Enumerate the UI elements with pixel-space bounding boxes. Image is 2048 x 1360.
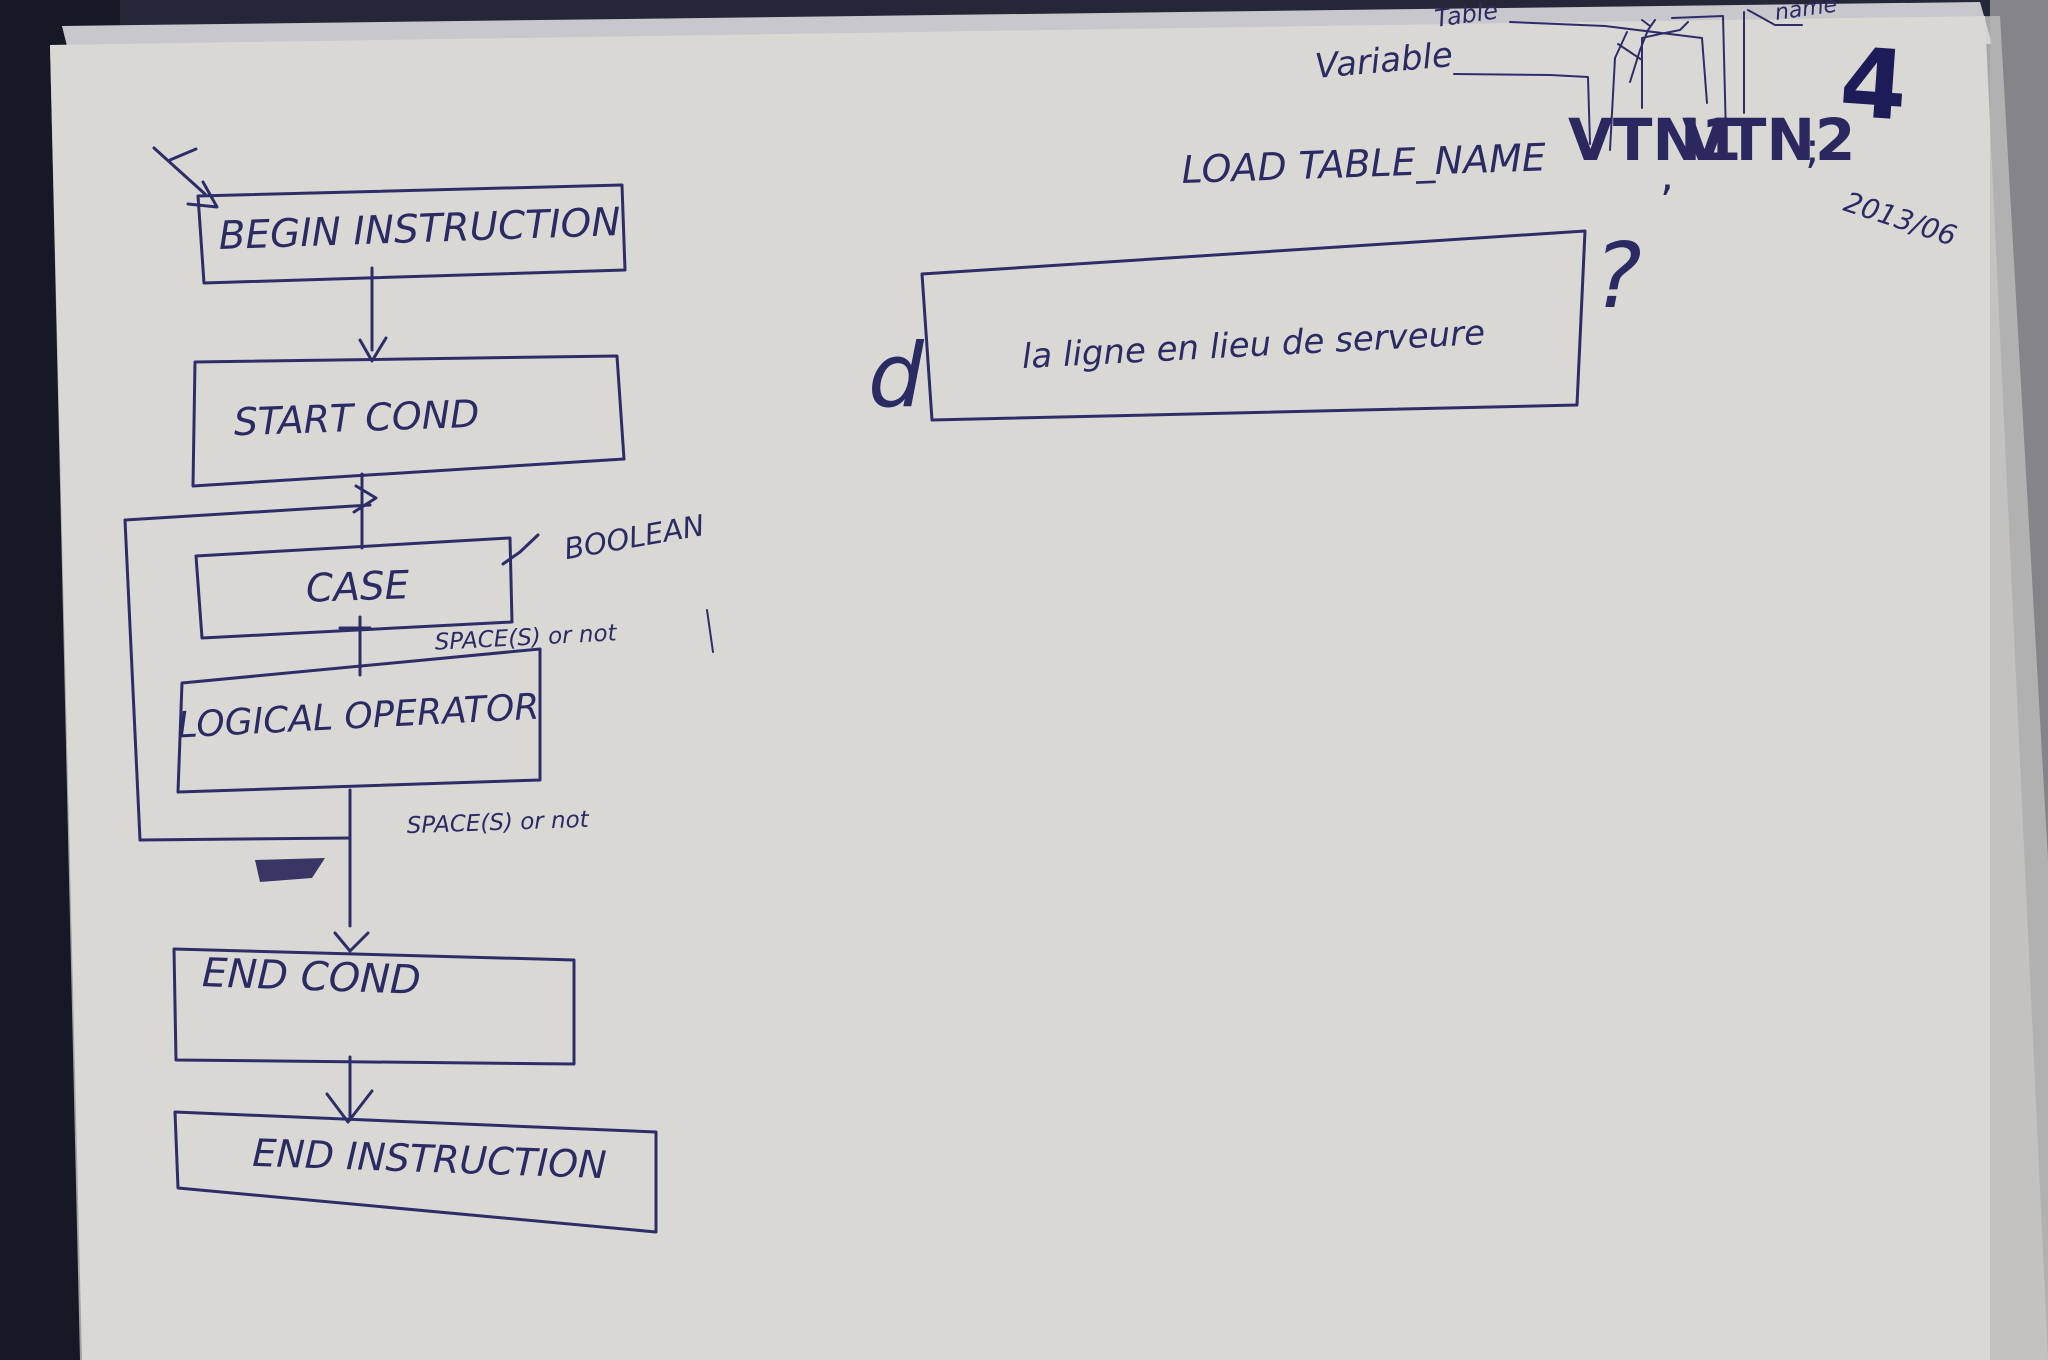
right-mark: ? — [1594, 224, 1642, 329]
semicolon-token: ; — [1805, 123, 1820, 174]
syntax-connectors — [1453, 9, 1803, 151]
comma-token: , — [1660, 150, 1674, 201]
scribble-mark — [255, 858, 325, 882]
paper-edge — [1990, 0, 2048, 1360]
vtn2-token: VTN2 — [1682, 106, 1855, 174]
start-cond-text: START COND — [233, 392, 480, 445]
left-mark: d — [868, 324, 925, 427]
case-text: CASE — [305, 563, 410, 612]
page-number: 4 — [1836, 26, 1910, 142]
short-tick — [706, 609, 714, 653]
center-box — [920, 229, 1587, 422]
vtn1-token: VTN1 — [1568, 106, 1741, 174]
flow-boxes — [172, 183, 658, 1234]
paper-highlight — [50, 16, 2048, 1360]
end-cond-text: END COND — [201, 950, 421, 1004]
vtn-tokens: VTN1 , VTN2 ; — [1568, 106, 1855, 201]
space-note-2: SPACE(S) or not — [406, 807, 590, 839]
